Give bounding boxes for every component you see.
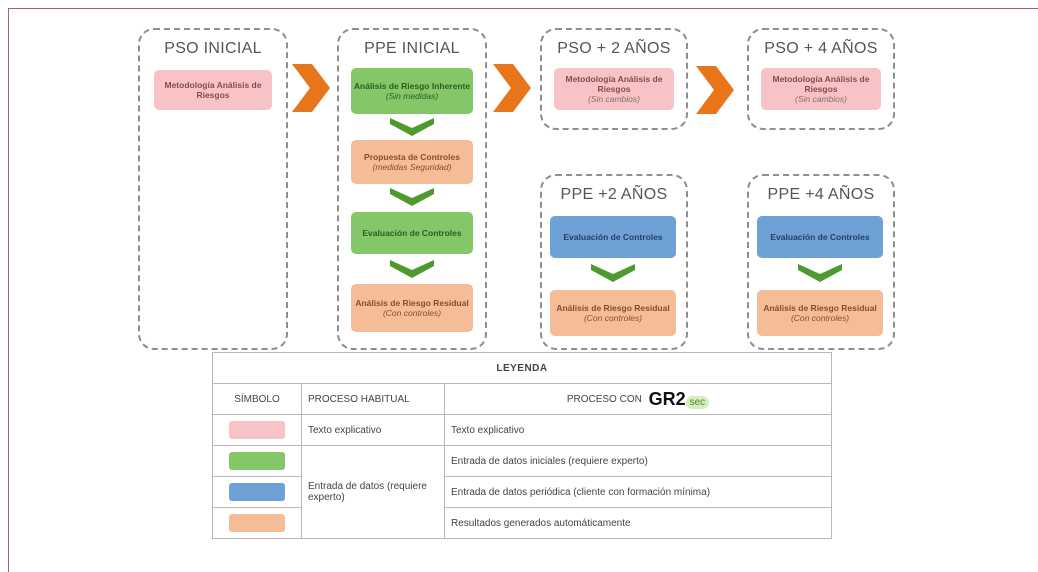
column-title: PPE +2 AÑOS [560, 186, 668, 203]
box-label: Análisis de Riesgo Residual [556, 303, 670, 313]
box-label: Metodología Análisis de Riesgos [164, 80, 262, 100]
chevron-down-icon [390, 188, 434, 206]
peach-swatch [229, 514, 285, 532]
box-note: (Con controles) [583, 313, 643, 323]
legend-title: LEYENDA [212, 352, 832, 384]
box-label: Evaluación de Controles [563, 232, 663, 242]
box-label: Metodología Análisis de Riesgos [565, 74, 663, 94]
box-evaluacion-controles: Evaluación de Controles [757, 216, 883, 258]
box-metodologia: Metodología Análisis de Riesgos (Sin cam… [554, 68, 674, 110]
chevron-down-icon [390, 260, 434, 278]
arrow-right-icon [493, 64, 531, 112]
arrow-right-icon [292, 64, 330, 112]
column-ppe-2-anos: PPE +2 AÑOS Evaluación de Controles Anál… [540, 174, 688, 350]
box-metodologia: Metodología Análisis de Riesgos (Sin cam… [761, 68, 881, 110]
chevron-down-icon [591, 264, 635, 282]
arrow-right-icon [696, 66, 734, 114]
box-label: Evaluación de Controles [770, 232, 870, 242]
column-title: PSO + 2 AÑOS [557, 40, 671, 57]
column-title: PPE +4 AÑOS [767, 186, 875, 203]
box-propuesta-controles: Propuesta de Controles (medidas Segurida… [351, 140, 473, 184]
legend-habitual-cell: Entrada de datos (requiere experto) [301, 445, 445, 539]
legend-symbol-cell [212, 507, 302, 539]
box-metodologia: Metodología Análisis de Riesgos [154, 70, 272, 110]
frame-top-border [8, 8, 1038, 9]
legend-con-cell: Texto explicativo [444, 414, 832, 446]
legend-table: LEYENDA SÍMBOLO PROCESO HABITUAL PROCESO… [212, 352, 832, 539]
frame-left-border [8, 8, 9, 572]
box-analisis-residual: Análisis de Riesgo Residual (Con control… [351, 284, 473, 332]
box-label: Evaluación de Controles [362, 228, 462, 238]
box-note: (Sin cambios) [588, 94, 640, 104]
box-analisis-residual: Análisis de Riesgo Residual (Con control… [757, 290, 883, 336]
column-title: PSO + 4 AÑOS [764, 40, 878, 57]
box-label: Metodología Análisis de Riesgos [772, 74, 870, 94]
legend-symbol-cell [212, 445, 302, 477]
box-evaluacion-controles: Evaluación de Controles [351, 212, 473, 254]
column-ppe-inicial: PPE INICIAL Análisis de Riesgo Inherente… [337, 28, 487, 350]
legend-con-cell: Entrada de datos periódica (cliente con … [444, 476, 832, 508]
legend-symbol-cell [212, 414, 302, 446]
box-analisis-residual: Análisis de Riesgo Residual (Con control… [550, 290, 676, 336]
column-pso-inicial: PSO INICIAL Metodología Análisis de Ries… [138, 28, 288, 350]
box-label: Propuesta de Controles [364, 152, 460, 162]
box-label: Análisis de Riesgo Residual [763, 303, 877, 313]
legend-header-con-label: PROCESO CON [566, 393, 642, 405]
legend-con-cell: Resultados generados automáticamente [444, 507, 832, 539]
column-title: PSO INICIAL [164, 40, 262, 57]
box-note: (Sin cambios) [795, 94, 847, 104]
box-note: (Sin medidas) [385, 91, 439, 101]
legend-symbol-cell [212, 476, 302, 508]
column-title: PPE INICIAL [364, 40, 460, 57]
box-label: Análisis de Riesgo Residual [355, 298, 469, 308]
legend-header-symbol: SÍMBOLO [212, 383, 302, 415]
pink-swatch [229, 421, 285, 439]
chevron-down-icon [390, 118, 434, 136]
blue-swatch [229, 483, 285, 501]
column-pso-2-anos: PSO + 2 AÑOS Metodología Análisis de Rie… [540, 28, 688, 130]
chevron-down-icon [798, 264, 842, 282]
box-note: (Con controles) [790, 313, 850, 323]
legend-habitual-cell: Texto explicativo [301, 414, 445, 446]
logo-main: GR2 [648, 388, 686, 409]
box-analisis-inherente: Análisis de Riesgo Inherente (Sin medida… [351, 68, 473, 114]
green-swatch [229, 452, 285, 470]
legend-con-cell: Entrada de datos iniciales (requiere exp… [444, 445, 832, 477]
box-note: (Con controles) [382, 308, 442, 318]
box-evaluacion-controles: Evaluación de Controles [550, 216, 676, 258]
box-note: (medidas Seguridad) [372, 162, 452, 172]
column-pso-4-anos: PSO + 4 AÑOS Metodología Análisis de Rie… [747, 28, 895, 130]
column-ppe-4-anos: PPE +4 AÑOS Evaluación de Controles Anál… [747, 174, 895, 350]
box-label: Análisis de Riesgo Inherente [353, 81, 471, 91]
legend-header-habitual: PROCESO HABITUAL [301, 383, 445, 415]
logo-sub: sec [685, 395, 710, 409]
